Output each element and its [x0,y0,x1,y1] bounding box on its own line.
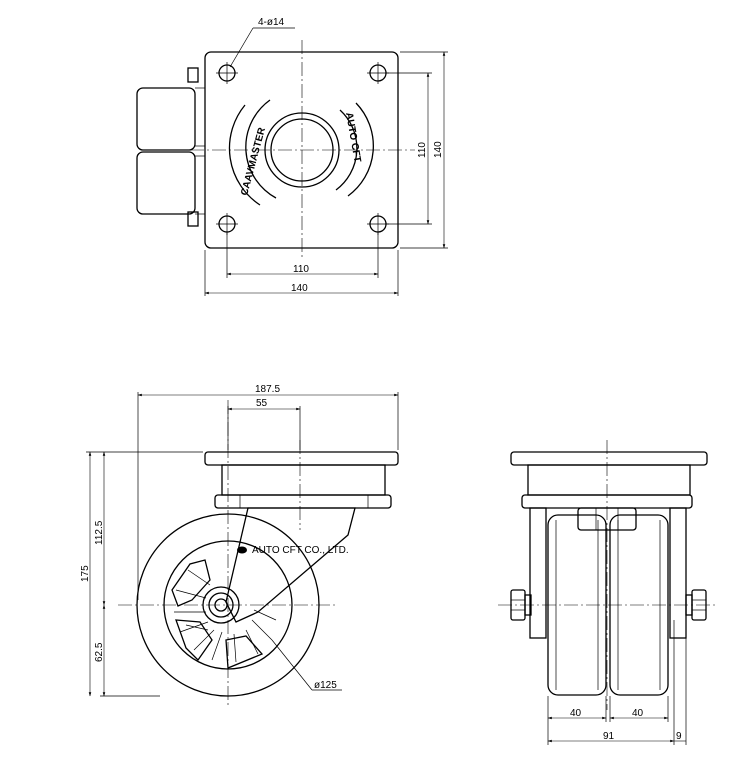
front-view: 40 40 91 9 [498,440,716,745]
side-fork [225,507,356,623]
brand-text: AUTO CFT CO., LTD. [252,545,349,556]
top-view-wheels [136,67,205,227]
bolt-holes [216,62,389,235]
side-view: AUTO CFT CO., LTD. 187.5 55 175 112.5 62… [80,384,399,705]
dim-top-outer-width: 140 [291,283,308,294]
dim-side-offset: 55 [256,398,268,409]
hole-callout: 4-ø14 [258,17,285,28]
top-view: CAAVMASTER AUTO CFT 4-ø14 110 140 110 14… [136,17,448,296]
dim-wheel-diameter: ø125 [314,680,337,691]
logo-right-text: AUTO CFT [343,112,363,164]
dim-side-lower: 62.5 [94,642,105,662]
dim-side-width: 187.5 [255,384,280,395]
dim-front-wheel-left: 40 [570,708,582,719]
brand-logo-icon [237,546,247,554]
dim-front-wheel-right: 40 [632,708,644,719]
wheel-spokes [171,559,277,669]
dim-side-upper: 112.5 [94,520,105,545]
dim-top-inner-width: 110 [293,264,309,275]
dim-front-total: 91 [603,731,615,742]
dim-side-height: 175 [80,565,91,582]
logo-left-text: CAAVMASTER [239,126,268,197]
dim-front-axle: 9 [676,731,682,742]
dim-top-inner-height: 110 [417,142,428,158]
dim-top-outer-height: 140 [433,141,444,158]
